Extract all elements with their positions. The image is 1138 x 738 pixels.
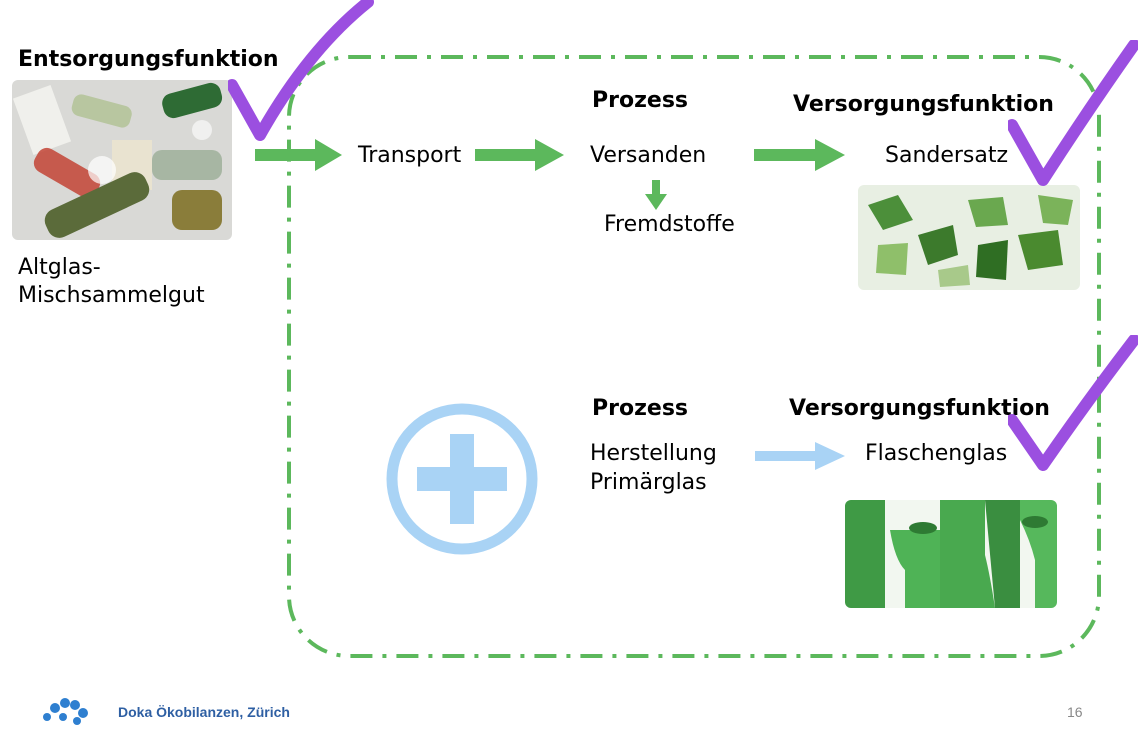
arrow-process-to-product (754, 139, 845, 171)
residue-label: Fremdstoffe (604, 212, 735, 237)
primary-glass-label-line1: Herstellung (590, 441, 717, 466)
waste-glass-picture (12, 80, 232, 240)
process-heading-top: Prozess (592, 88, 689, 113)
primary-glass-label-line2: Primärglas (590, 470, 707, 495)
supply-function-heading-top: Versorgungsfunktion (793, 92, 1054, 117)
process-heading-bottom: Prozess (592, 396, 689, 421)
footer-company: Doka Ökobilanzen, Zürich (118, 704, 290, 720)
arrow-down-to-residue (645, 180, 667, 210)
page-number: 16 (1067, 704, 1083, 720)
bottle-glass-label: Flaschenglas (865, 441, 1008, 466)
process-sanding-label: Versanden (590, 143, 707, 168)
green-bottles-picture (845, 500, 1057, 608)
sand-substitute-image (858, 185, 1080, 290)
arrow-into-transport (255, 139, 342, 171)
logo-dots-icon (43, 698, 88, 725)
check-icon (1008, 40, 1138, 186)
transport-label: Transport (358, 143, 462, 168)
sand-substitute-label: Sandersatz (885, 143, 1009, 168)
check-icon (228, 0, 374, 141)
waste-glass-label-line1: Altglas- (18, 255, 101, 280)
supply-function-heading-bottom: Versorgungsfunktion (789, 396, 1050, 421)
glass-shards-picture (858, 185, 1080, 290)
mixed-waste-glass-image (12, 80, 232, 240)
waste-glass-label-line2: Mischsammelgut (18, 283, 205, 308)
arrow-transport-to-process (475, 139, 564, 171)
check-icon (1008, 335, 1138, 471)
bottle-glass-image (845, 500, 1057, 608)
plus-circle-icon (386, 403, 538, 555)
arrow-primary-to-bottle (755, 442, 845, 470)
disposal-function-heading: Entsorgungsfunktion (18, 47, 279, 72)
